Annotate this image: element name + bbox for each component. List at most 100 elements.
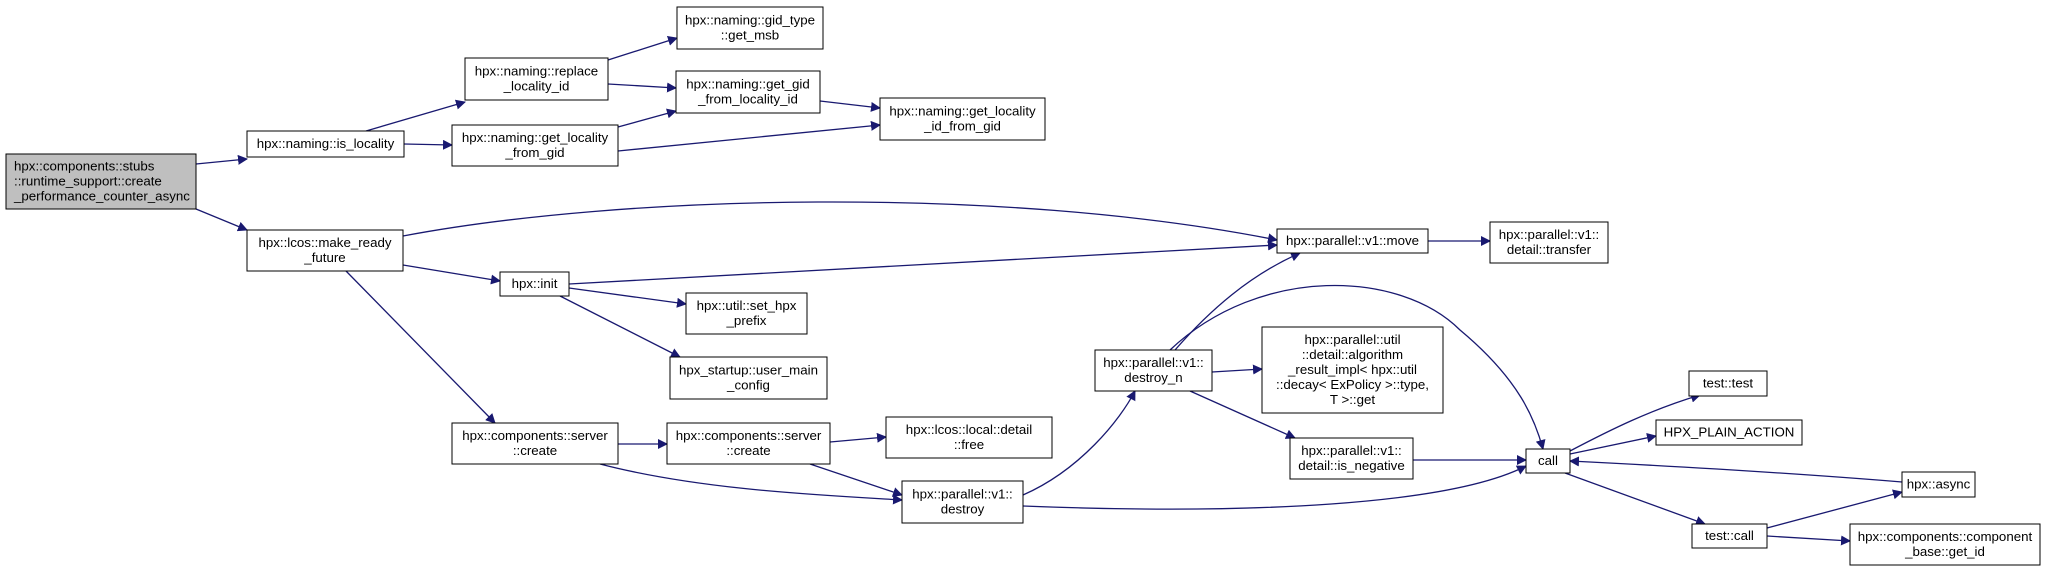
node-label-line: hpx::parallel::util — [1304, 332, 1400, 347]
node-label-line: hpx::components::stubs — [14, 159, 155, 174]
node-label-line: hpx::parallel::v1:: — [1301, 443, 1402, 458]
edge-test_call-to-hpx_async — [1766, 489, 1903, 529]
node-label-line: hpx::naming::get_locality — [462, 130, 609, 145]
node-box — [451, 124, 619, 167]
edge-replace_locality_id-to-get_msb — [607, 35, 678, 61]
edge-call-to-test_call — [1564, 472, 1706, 526]
node-hpx_plain_action[interactable]: HPX_PLAIN_ACTION — [1655, 419, 1803, 446]
node-label-line: ::get_msb — [721, 28, 779, 43]
node-set_hpx_prefix[interactable]: hpx::util::set_hpx_prefix — [685, 292, 808, 335]
node-label-line: detail::transfer — [1507, 242, 1592, 257]
node-label-line: hpx::init — [512, 276, 558, 291]
edge-make_ready_future-to-init — [402, 264, 501, 285]
node-box — [451, 422, 619, 465]
edge-destroy_n-to-is_negative — [1189, 390, 1296, 439]
node-label-line: _future — [303, 250, 345, 265]
node-box — [464, 57, 609, 101]
node-destroy[interactable]: hpx::parallel::v1::destroy — [901, 480, 1024, 524]
node-label-line: _performance_counter_async — [13, 189, 190, 204]
node-box — [879, 97, 1046, 141]
node-label-line: hpx::util::set_hpx — [697, 298, 797, 313]
node-label-line: detail::is_negative — [1298, 458, 1404, 473]
node-box — [675, 70, 821, 114]
node-box — [666, 422, 831, 465]
edge-server_create-to-destroy — [599, 463, 903, 505]
node-label-line: _from_gid — [504, 145, 564, 160]
node-label-line: _id_from_gid — [923, 119, 1001, 134]
node-label-line: T >::get — [1330, 392, 1376, 407]
node-label-line: destroy — [941, 502, 985, 517]
edge-make_ready_future-to-server_create — [345, 270, 496, 424]
node-transfer[interactable]: hpx::parallel::v1::detail::transfer — [1489, 221, 1609, 264]
node-get_msb[interactable]: hpx::naming::gid_type::get_msb — [676, 6, 824, 50]
edge-root-to-is_locality — [195, 154, 248, 165]
node-move[interactable]: hpx::parallel::v1::move — [1276, 228, 1429, 254]
node-box — [1289, 437, 1414, 480]
node-label-line: hpx::parallel::v1:: — [1103, 355, 1204, 370]
node-label-line: hpx::naming::is_locality — [257, 136, 395, 151]
node-box — [669, 356, 828, 400]
node-root[interactable]: hpx::components::stubs::runtime_support:… — [5, 153, 197, 210]
edge-init-to-set_hpx_prefix — [568, 287, 687, 308]
node-is_negative[interactable]: hpx::parallel::v1::detail::is_negative — [1289, 437, 1414, 480]
node-init[interactable]: hpx::init — [499, 271, 570, 297]
node-server_create2[interactable]: hpx::components::server::create — [666, 422, 831, 465]
node-label-line: _prefix — [726, 313, 767, 328]
node-label-line: hpx::lcos::make_ready — [258, 235, 391, 250]
edge-is_locality-to-get_locality_from_gid — [403, 139, 453, 150]
node-algorithm_result_get[interactable]: hpx::parallel::util::detail::algorithm_r… — [1261, 326, 1444, 414]
node-label-line: test::test — [1703, 376, 1754, 391]
node-box — [1901, 471, 1976, 498]
node-label-line: ::create — [726, 443, 770, 458]
node-label-line: hpx::parallel::v1::move — [1286, 233, 1419, 248]
node-box — [1691, 523, 1768, 549]
node-call[interactable]: call — [1525, 448, 1571, 474]
node-get_gid_from_locality_id[interactable]: hpx::naming::get_gid_from_locality_id — [675, 70, 821, 114]
node-label-line: hpx::parallel::v1:: — [1499, 227, 1600, 242]
node-label-line: hpx::naming::replace — [475, 64, 598, 79]
nodes-layer: hpx::components::stubs::runtime_support:… — [5, 6, 2041, 566]
node-box — [901, 480, 1024, 524]
node-test_test[interactable]: test::test — [1688, 370, 1768, 397]
node-label-line: ::free — [954, 437, 984, 452]
edge-get_gid_from_locality_id-to-get_locality_id_from_gid — [819, 100, 881, 112]
edge-hpx_async-to-call — [1569, 456, 1903, 483]
node-label-line: hpx::components::component — [1858, 529, 2033, 544]
node-get_locality_from_gid[interactable]: hpx::naming::get_locality_from_gid — [451, 124, 619, 167]
node-box — [499, 271, 570, 297]
node-label-line: hpx::components::server — [462, 428, 608, 443]
edge-get_locality_from_gid-to-get_locality_id_from_gid — [617, 120, 881, 152]
node-hpx_async[interactable]: hpx::async — [1901, 471, 1976, 498]
node-destroy_n[interactable]: hpx::parallel::v1::destroy_n — [1094, 349, 1213, 392]
node-get_locality_id_from_gid[interactable]: hpx::naming::get_locality_id_from_gid — [879, 97, 1046, 141]
edge-destroy-to-call — [1022, 465, 1527, 510]
node-box — [1525, 448, 1571, 474]
node-label-line: HPX_PLAIN_ACTION — [1664, 425, 1795, 440]
node-replace_locality_id[interactable]: hpx::naming::replace_locality_id — [464, 57, 609, 101]
node-label-line: hpx::naming::get_locality — [889, 104, 1036, 119]
node-box — [1489, 221, 1609, 264]
node-get_id[interactable]: hpx::components::component_base::get_id — [1849, 523, 2041, 566]
node-is_locality[interactable]: hpx::naming::is_locality — [246, 130, 405, 158]
node-box — [246, 229, 404, 272]
edge-init-to-move — [568, 240, 1278, 285]
node-test_call[interactable]: test::call — [1691, 523, 1768, 549]
node-server_create[interactable]: hpx::components::server::create — [451, 422, 619, 465]
node-box — [676, 6, 824, 50]
edge-call-to-hpx_plain_action — [1569, 432, 1657, 455]
edge-get_locality_from_gid-to-get_gid_from_locality_id — [617, 108, 677, 128]
edge-is_locality-to-replace_locality_id — [365, 99, 466, 132]
node-label-line: ::runtime_support::create — [14, 174, 162, 189]
node-user_main_config[interactable]: hpx_startup::user_main_config — [669, 356, 828, 400]
node-box — [5, 153, 197, 210]
edge-make_ready_future-to-move — [402, 201, 1278, 244]
edge-root-to-make_ready_future — [195, 208, 248, 232]
node-label-line: hpx::components::server — [676, 428, 822, 443]
edge-call-to-test_test — [1569, 392, 1701, 452]
node-lcos_local_free[interactable]: hpx::lcos::local::detail::free — [885, 416, 1053, 459]
node-label-line: call — [1538, 453, 1558, 468]
node-box — [246, 130, 405, 158]
node-make_ready_future[interactable]: hpx::lcos::make_ready_future — [246, 229, 404, 272]
edge-destroy_n-to-call — [1169, 284, 1546, 450]
edge-destroy_n-to-move — [1174, 252, 1301, 351]
